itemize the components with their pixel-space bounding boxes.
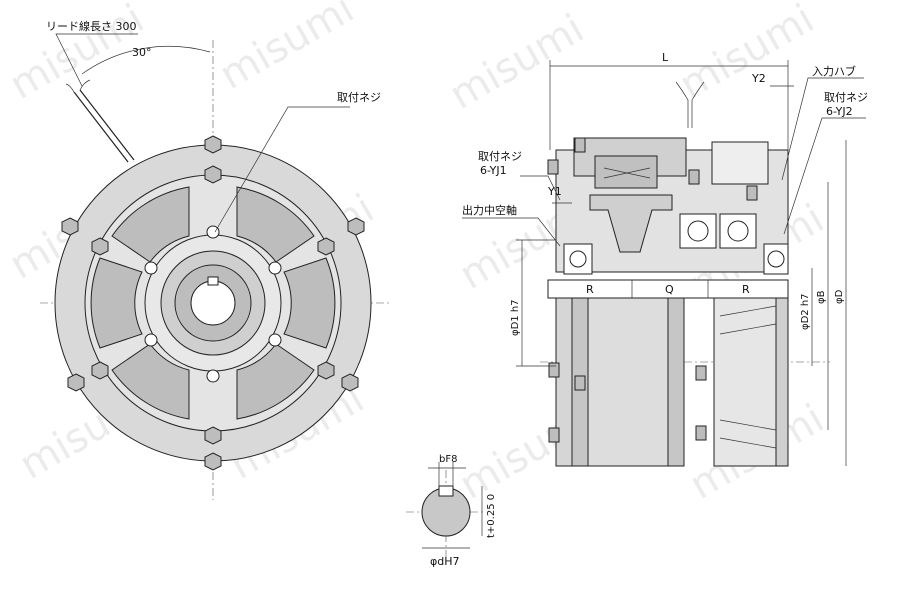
input-hub-body xyxy=(713,297,777,467)
lead-wire-length-label: リード線長さ 300 xyxy=(46,19,137,33)
side-view: L Y2 入力ハブ 取付ネジ 6-YJ2 取付ネジ 6-YJ1 Y1 出力中空軸… xyxy=(462,51,868,467)
dim-R-left-label: R xyxy=(586,283,594,296)
bearings xyxy=(563,213,789,275)
dim-D-label: φD xyxy=(834,289,845,304)
mount-screw-right-spec: 6-YJ2 xyxy=(826,105,853,118)
watermark-text: misumi xyxy=(212,0,362,99)
spoke-windows xyxy=(90,186,336,420)
angle-label: 30° xyxy=(132,46,152,59)
front-view: 30° リード線長さ 300 取付ネジ xyxy=(40,19,390,500)
side-bolts xyxy=(547,137,758,443)
dim-dH7-label: φdH7 xyxy=(430,555,460,568)
input-hub-label: 入力ハブ xyxy=(812,64,856,78)
dim-D1-label: φD1 h7 xyxy=(510,299,521,336)
mount-screw-front-label: 取付ネジ xyxy=(337,91,381,104)
mount-screw-right-label: 取付ネジ xyxy=(824,91,868,104)
dim-L-label: L xyxy=(662,51,669,64)
lead-wires xyxy=(65,79,135,163)
mount-screw-left-label: 取付ネジ xyxy=(478,150,522,163)
watermark-text: misumi xyxy=(2,0,152,109)
watermark-text: misumi xyxy=(442,6,592,119)
hub-screws xyxy=(144,225,282,383)
keyway xyxy=(207,276,219,286)
dim-Q-label: Q xyxy=(665,283,674,296)
dim-D2-label: φD2 h7 xyxy=(800,293,811,330)
dim-bF8-label: bF8 xyxy=(439,454,457,465)
dim-Y2-label: Y2 xyxy=(751,72,766,85)
dim-B-label: φB xyxy=(816,290,827,304)
dim-Y1-label: Y1 xyxy=(547,185,562,198)
shaft-bore xyxy=(190,280,236,326)
output-hollow-shaft-label: 出力中空軸 xyxy=(462,203,517,217)
watermark-text: misumi xyxy=(672,0,822,109)
dim-t-label: t+0.25 0 xyxy=(486,494,497,538)
keyway-detail: bF8 t+0.25 0 φdH7 xyxy=(406,454,497,568)
dim-R-right-label: R xyxy=(742,283,750,296)
front-bolts xyxy=(61,135,365,471)
mount-screw-left-spec: 6-YJ1 xyxy=(480,164,507,177)
